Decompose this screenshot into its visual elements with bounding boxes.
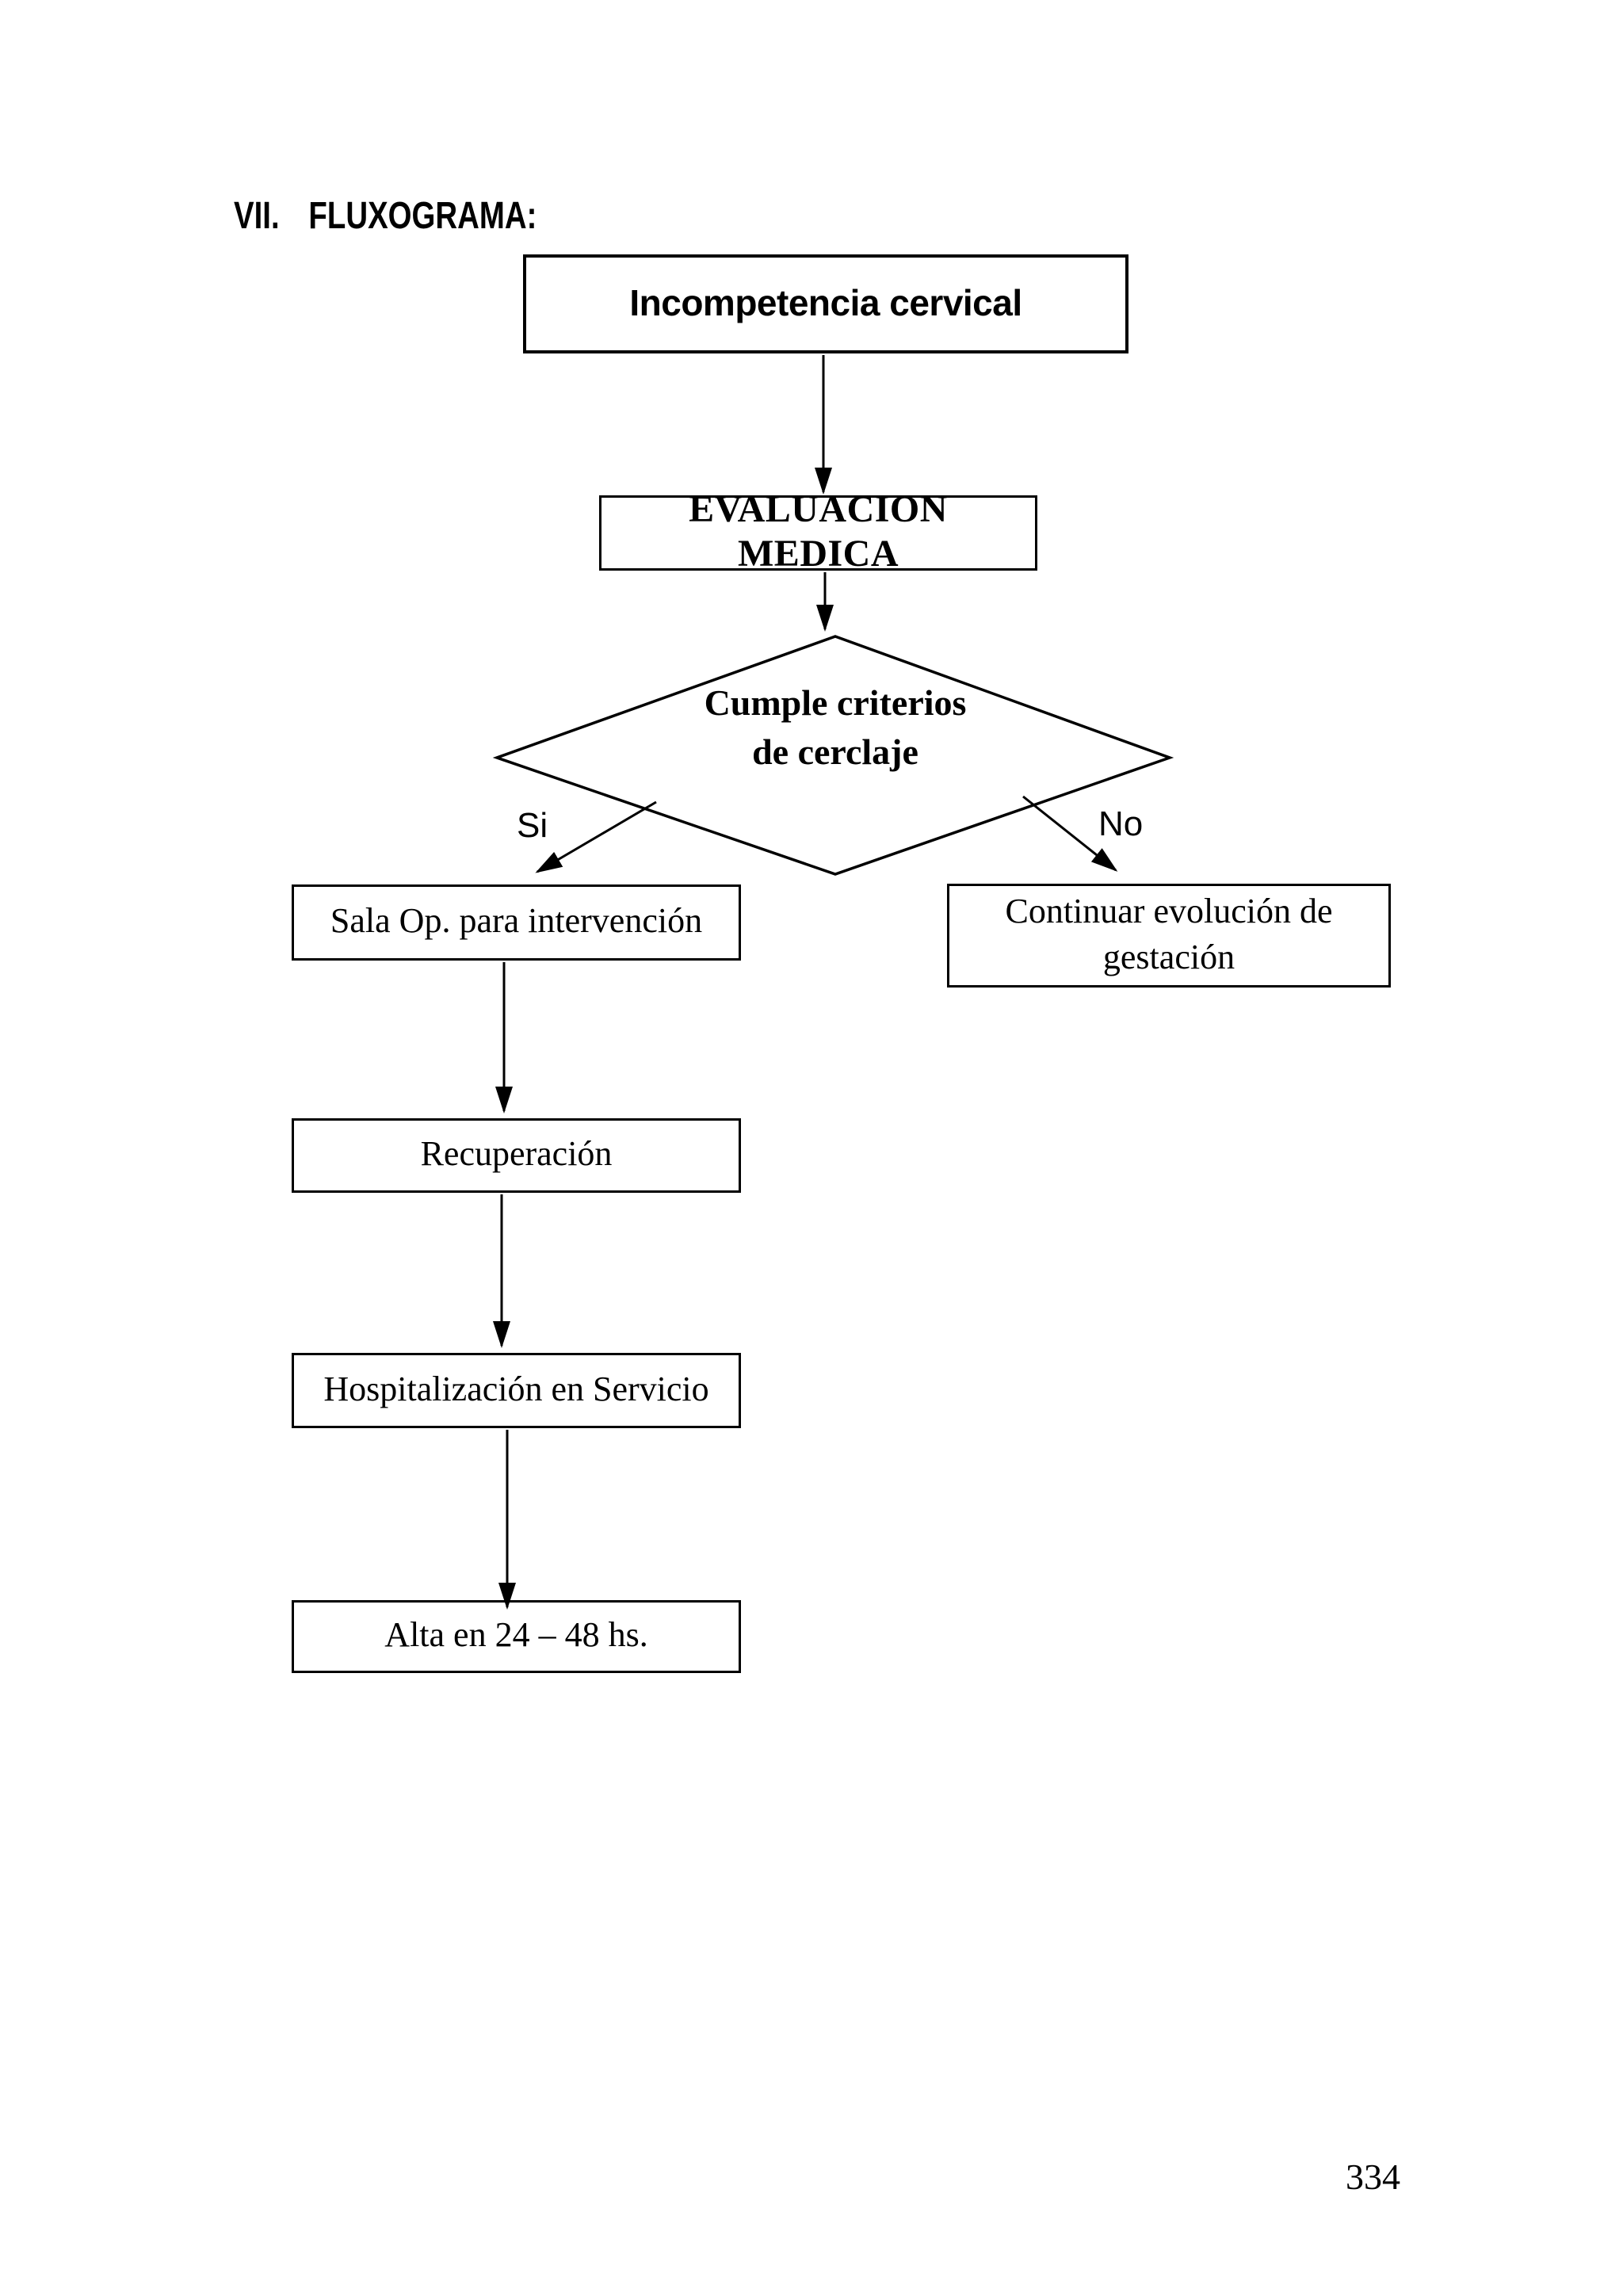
- branch-label-si: Si: [517, 806, 548, 845]
- flow-node-label: Sala Op. para intervención: [330, 901, 703, 940]
- flow-node-label: Continuar evolución de gestación: [1005, 888, 1332, 980]
- flow-node-incompetencia-cervical: Incompetencia cervical: [523, 254, 1128, 353]
- continuar-line-2: gestación: [1102, 937, 1235, 976]
- flow-node-sala-op: Sala Op. para intervención: [292, 884, 741, 961]
- decision-line-2: de cerclaje: [752, 732, 918, 772]
- continuar-line-1: Continuar evolución de: [1005, 891, 1333, 930]
- section-number: VII.: [234, 195, 280, 237]
- flow-node-recuperacion: Recuperación: [292, 1118, 741, 1193]
- flow-node-continuar-evolucion: Continuar evolución de gestación: [947, 884, 1391, 988]
- decision-line-1: Cumple criterios: [704, 682, 967, 723]
- flow-node-label: EVALUACION MEDICA: [689, 487, 948, 575]
- section-title: FLUXOGRAMA:: [308, 195, 537, 237]
- flow-decision-label: Cumple criterios de cerclaje: [635, 678, 1036, 777]
- flow-node-evaluacion-medica: EVALUACION MEDICA: [599, 488, 1037, 575]
- arrow-decision-si: [535, 800, 657, 873]
- page-number: 334: [1346, 2157, 1400, 2197]
- branch-label-no: No: [1098, 804, 1144, 843]
- flow-node-alta: Alta en 24 – 48 hs.: [292, 1600, 741, 1673]
- flow-node-label: Hospitalización en Servicio: [323, 1369, 709, 1408]
- flow-node-label: Alta en 24 – 48 hs.: [384, 1615, 648, 1654]
- section-heading: VII. FLUXOGRAMA:: [234, 196, 537, 237]
- flow-node-hospitalizacion: Hospitalización en Servicio: [292, 1353, 741, 1428]
- flow-node-label: Incompetencia cervical: [629, 281, 1022, 323]
- flow-node-label: Recuperación: [420, 1134, 613, 1173]
